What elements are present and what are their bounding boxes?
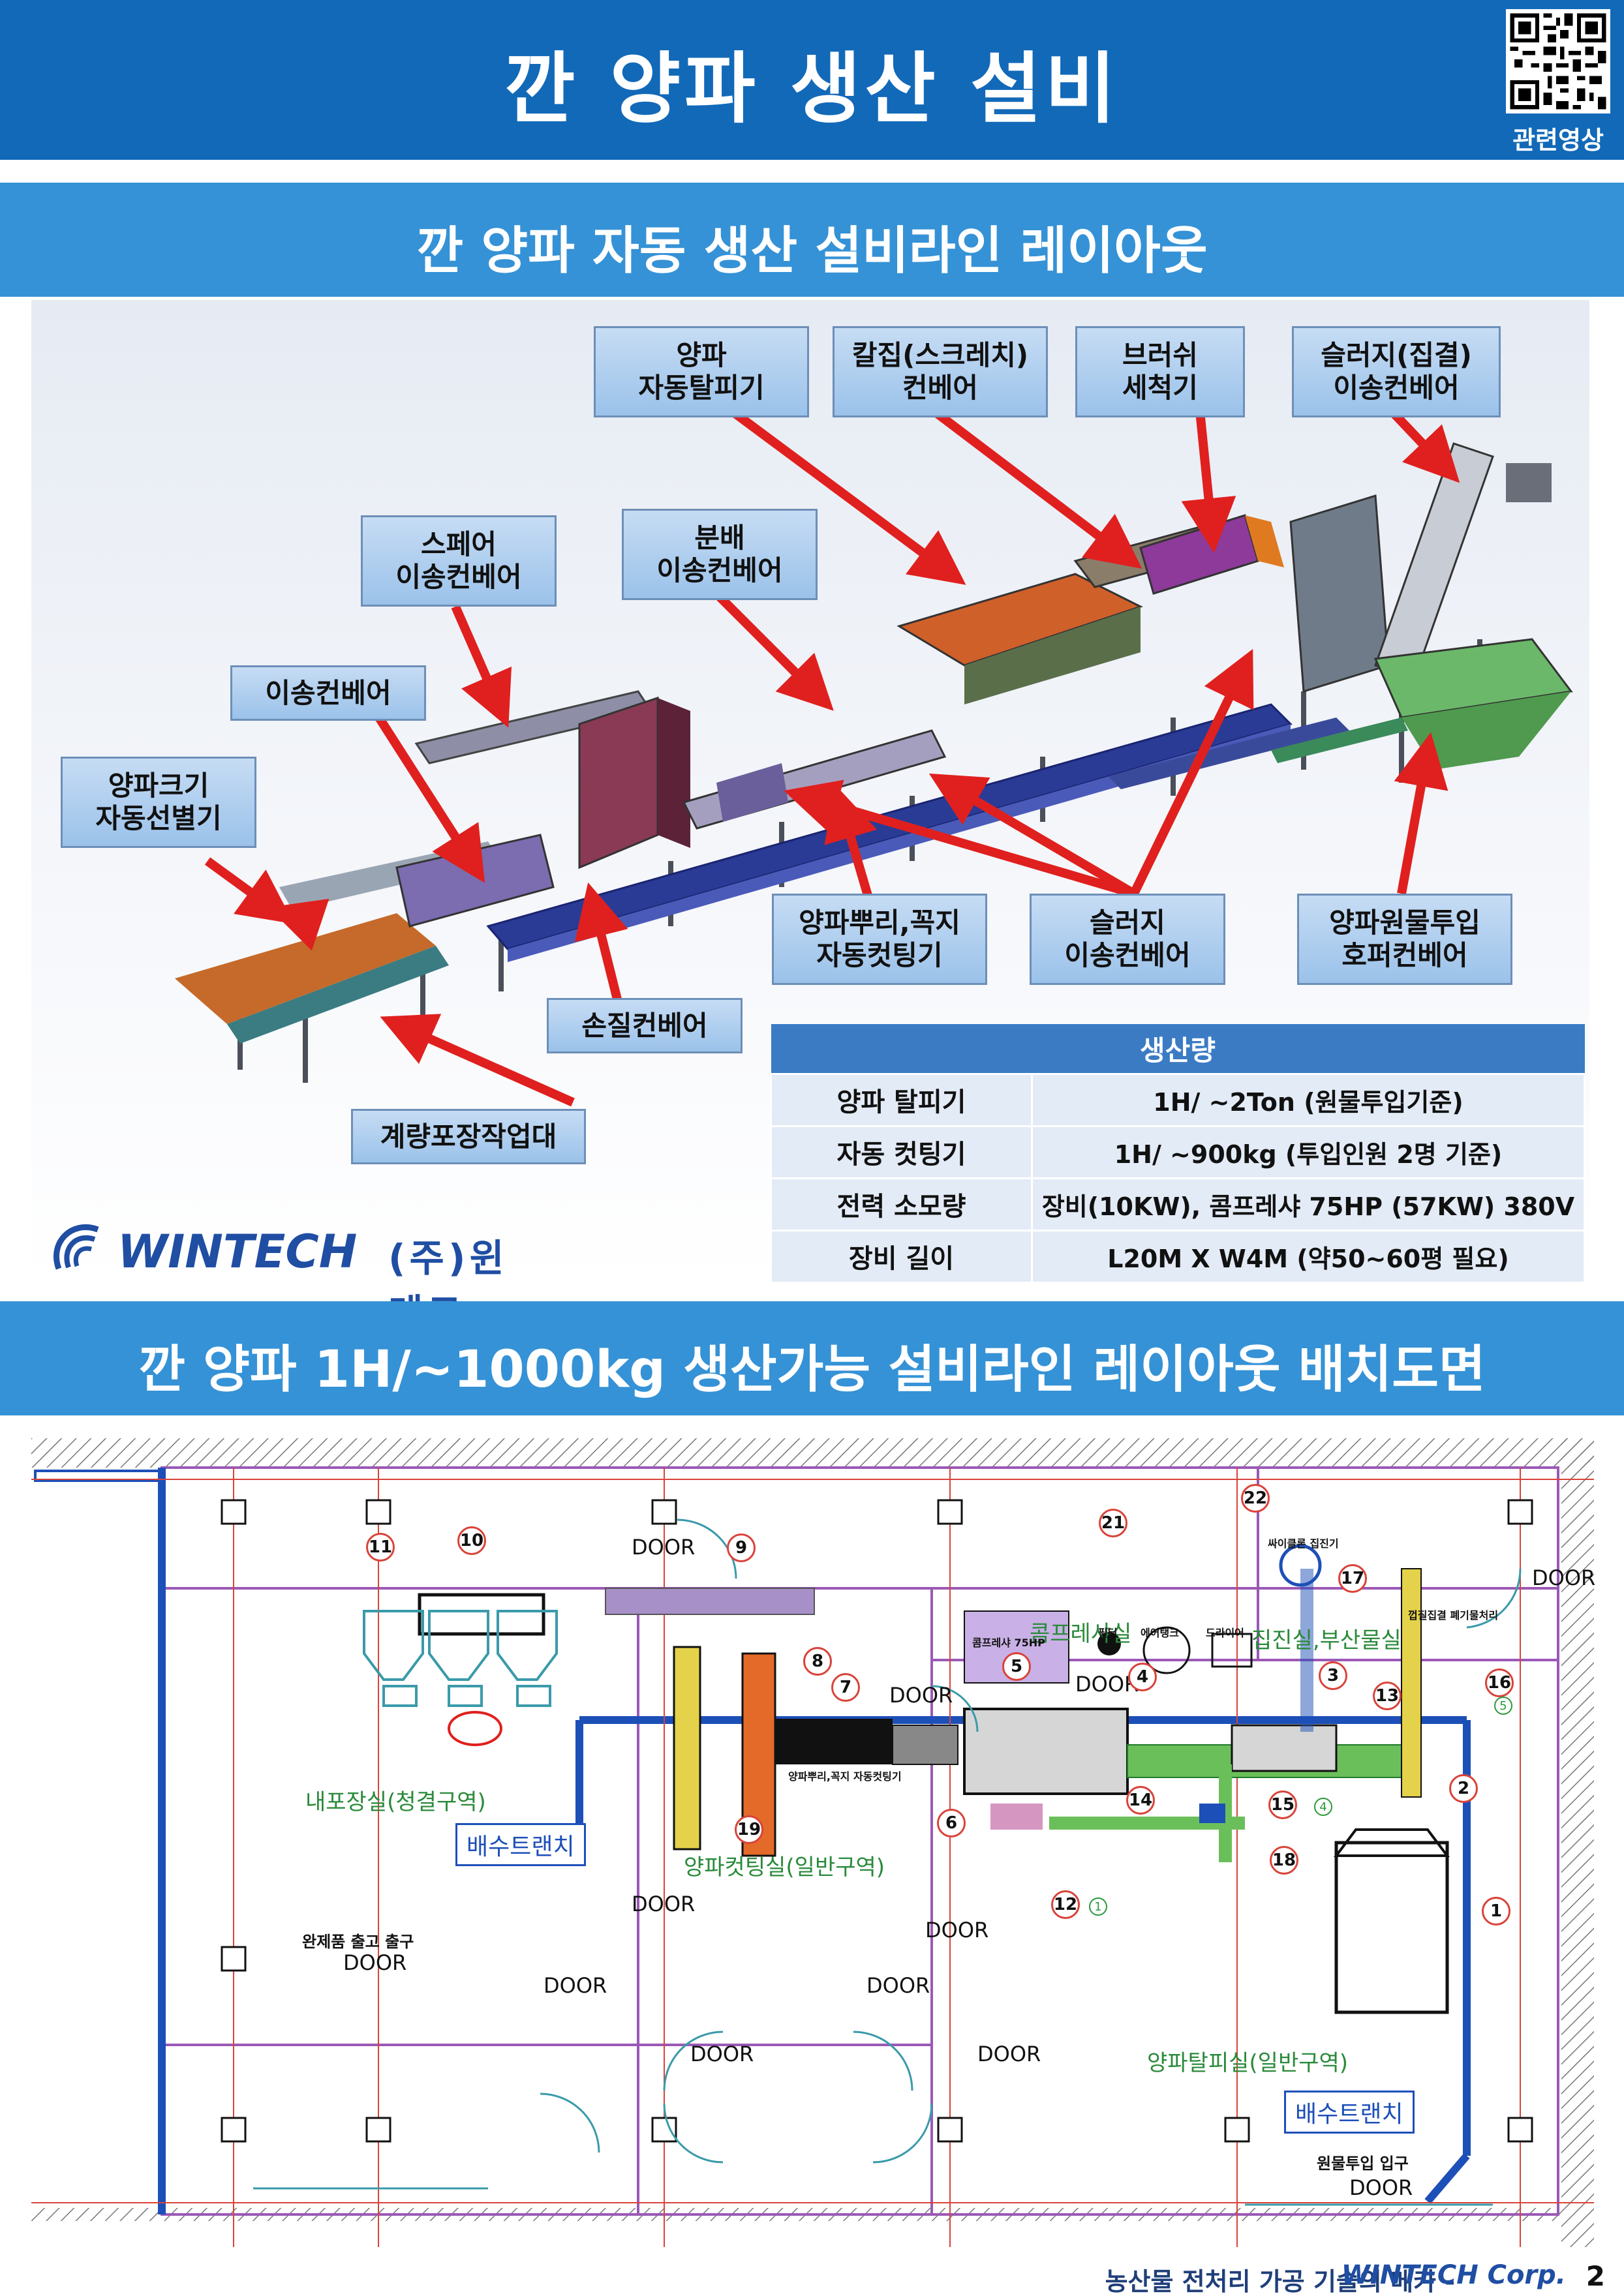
room-peeling: 양파탈피실(일반구역) bbox=[1147, 2050, 1349, 2076]
callout-transfer: 이송컨베어 bbox=[230, 665, 426, 721]
table-row: 전력 소모량 장비(10KW), 콤프레샤 75HP (57KW) 380V bbox=[770, 1177, 1586, 1231]
door-label: DOOR bbox=[889, 1683, 953, 1708]
door-label: DOOR bbox=[690, 2042, 754, 2066]
wintech-logo: WINTECH (주)윈테크 bbox=[46, 1213, 542, 1335]
equipment-marker-4: 4 bbox=[1128, 1663, 1157, 1691]
equipment-marker-21: 21 bbox=[1099, 1509, 1127, 1537]
equipment-marker-2: 2 bbox=[1449, 1774, 1478, 1803]
door-label: DOOR bbox=[866, 1973, 930, 1998]
qr-code-icon[interactable] bbox=[1506, 9, 1610, 113]
callout-distribution: 분배 이송컨베어 bbox=[622, 509, 818, 600]
table-cell-label: 장비 길이 bbox=[770, 1229, 1033, 1284]
section1-header: 깐 양파 자동 생산 설비라인 레이아웃 bbox=[0, 183, 1624, 297]
equipment-air-tank: 에어탱크 bbox=[1141, 1627, 1179, 1639]
door-label: DOOR bbox=[1349, 2175, 1413, 2200]
page-title: 깐 양파 생산 설비 bbox=[504, 44, 1120, 134]
green-marker-4: 4 bbox=[1314, 1798, 1332, 1816]
equipment-dryer: 드라이어 bbox=[1206, 1627, 1244, 1639]
equipment-marker-1: 1 bbox=[1482, 1897, 1510, 1926]
section2-header: 깐 양파 1H/~1000kg 생산가능 설비라인 레이아웃 배치도면 bbox=[0, 1301, 1624, 1415]
equipment-marker-7: 7 bbox=[831, 1673, 860, 1702]
equipment-marker-9: 9 bbox=[727, 1533, 756, 1562]
equipment-marker-16: 16 bbox=[1485, 1669, 1514, 1697]
green-marker-5: 5 bbox=[1494, 1697, 1512, 1715]
door-label: DOOR bbox=[632, 1535, 696, 1560]
equipment-marker-17: 17 bbox=[1338, 1564, 1367, 1593]
door-label: DOOR bbox=[343, 1950, 407, 1975]
production-table: 생산량 양파 탈피기 1H/ ~2Ton (원물투입기준) 자동 컷팅기 1H/… bbox=[770, 1024, 1586, 1284]
table-cell-value: 장비(10KW), 콤프레샤 75HP (57KW) 380V bbox=[1031, 1177, 1586, 1231]
callout-sludge-collect: 슬러지(집결) 이송컨베어 bbox=[1292, 326, 1501, 417]
equipment-byproduct: 껍질집결 폐기물처리 bbox=[1408, 1609, 1499, 1622]
equipment-compressor: 콤프레샤 75HP bbox=[972, 1637, 1045, 1649]
equipment-marker-19: 19 bbox=[735, 1815, 763, 1844]
wintech-swirl-icon bbox=[53, 1224, 99, 1270]
equipment-marker-12: 12 bbox=[1051, 1890, 1080, 1919]
table-cell-value: 1H/ ~2Ton (원물투입기준) bbox=[1031, 1072, 1586, 1127]
equipment-marker-11: 11 bbox=[366, 1533, 395, 1562]
qr-label: 관련영상 bbox=[1512, 126, 1604, 155]
equipment-marker-6: 6 bbox=[937, 1809, 966, 1837]
section1-title: 깐 양파 자동 생산 설비라인 레이아웃 bbox=[416, 222, 1208, 280]
equipment-marker-22: 22 bbox=[1241, 1484, 1270, 1513]
door-label: DOOR bbox=[977, 2042, 1041, 2066]
equipment-marker-14: 14 bbox=[1126, 1786, 1155, 1815]
equipment-marker-10: 10 bbox=[457, 1526, 486, 1555]
floor-plan: 내포장실(청결구역) 양파컷팅실(일반구역) 양파탈피실(일반구역) 콤프레샤실… bbox=[31, 1438, 1596, 2247]
drain-label-left: 배수트랜치 bbox=[455, 1823, 586, 1866]
production-table-header: 생산량 bbox=[771, 1024, 1585, 1074]
footer-text: 농산물 전처리 가공 기술의 메카 - bbox=[1105, 2267, 1455, 2296]
room-packing: 내포장실(청결구역) bbox=[305, 1789, 486, 1815]
page-number: 2 bbox=[1586, 2260, 1605, 2292]
equipment-dust-collector: 싸이클론 집진기 bbox=[1268, 1537, 1339, 1550]
floor-plan-drawing bbox=[31, 1438, 1594, 2247]
entry-label: 원물투입 입구 bbox=[1317, 2154, 1409, 2173]
table-cell-value: L20M X W4M (약50~60평 필요) bbox=[1031, 1229, 1586, 1284]
title-bar: 깐 양파 생산 설비 관련영상 bbox=[0, 0, 1624, 160]
door-label: DOOR bbox=[544, 1973, 607, 1998]
callout-sludge-transfer: 슬러지 이송컨베어 bbox=[1030, 894, 1225, 985]
table-cell-label: 양파 탈피기 bbox=[770, 1072, 1033, 1127]
table-cell-label: 자동 컷팅기 bbox=[770, 1125, 1033, 1179]
footer-brand: WINTECH Corp. bbox=[1341, 2260, 1566, 2290]
footer: 농산물 전처리 가공 기술의 메카 - WINTECH Corp. 2 bbox=[946, 2260, 1605, 2296]
room-dust-collection: 집진실,부산물실 bbox=[1251, 1627, 1402, 1654]
equipment-marker-18: 18 bbox=[1270, 1846, 1298, 1875]
door-label: DOOR bbox=[925, 1918, 989, 1942]
callout-hopper: 양파원물투입 호퍼컨베어 bbox=[1297, 894, 1512, 985]
exit-label: 완제품 출고 출구 bbox=[302, 1933, 414, 1951]
callout-sorter: 양파크기 자동선별기 bbox=[61, 757, 256, 848]
equipment-marker-15: 15 bbox=[1268, 1790, 1297, 1819]
callout-packing-table: 계량포장작업대 bbox=[351, 1109, 586, 1164]
room-compressor: 콤프레샤실 bbox=[1030, 1621, 1132, 1647]
table-row: 장비 길이 L20M X W4M (약50~60평 필요) bbox=[770, 1229, 1586, 1284]
table-row: 양파 탈피기 1H/ ~2Ton (원물투입기준) bbox=[770, 1072, 1586, 1127]
equipment-marker-5: 5 bbox=[1002, 1652, 1031, 1681]
equipment-marker-13: 13 bbox=[1373, 1682, 1402, 1710]
equipment-cutter: 양파뿌리,꼭지 자동컷팅기 bbox=[788, 1770, 902, 1783]
room-cutting: 양파컷팅실(일반구역) bbox=[684, 1854, 885, 1881]
door-label: DOOR bbox=[632, 1892, 696, 1916]
green-marker-1: 1 bbox=[1089, 1897, 1107, 1916]
production-line-illustration bbox=[175, 400, 1573, 1107]
logo-brand: WINTECH bbox=[117, 1225, 358, 1278]
table-cell-label: 전력 소모량 bbox=[770, 1177, 1033, 1231]
qr-box[interactable]: 관련영상 bbox=[1501, 5, 1616, 155]
callout-hand-conveyor: 손질컨베어 bbox=[547, 998, 743, 1053]
section2-title: 깐 양파 1H/~1000kg 생산가능 설비라인 레이아웃 배치도면 bbox=[138, 1340, 1486, 1399]
callout-cutter: 양파뿌리,꼭지 자동컷팅기 bbox=[772, 894, 987, 985]
door-label: DOOR bbox=[1532, 1565, 1596, 1590]
equipment-marker-8: 8 bbox=[803, 1647, 832, 1676]
drain-label-right: 배수트랜치 bbox=[1284, 2091, 1415, 2134]
table-row: 자동 컷팅기 1H/ ~900kg (투입인원 2명 기준) bbox=[770, 1125, 1586, 1179]
callout-spare: 스페어 이송컨베어 bbox=[361, 515, 557, 607]
callout-scraper: 칼집(스크레치) 컨베어 bbox=[833, 326, 1048, 417]
callout-brush: 브러쉬 세척기 bbox=[1075, 326, 1245, 417]
equipment-filter: 필터 bbox=[1098, 1627, 1118, 1639]
equipment-marker-3: 3 bbox=[1319, 1661, 1347, 1690]
table-cell-value: 1H/ ~900kg (투입인원 2명 기준) bbox=[1031, 1125, 1586, 1179]
callout-peeler: 양파 자동탈피기 bbox=[594, 326, 809, 417]
